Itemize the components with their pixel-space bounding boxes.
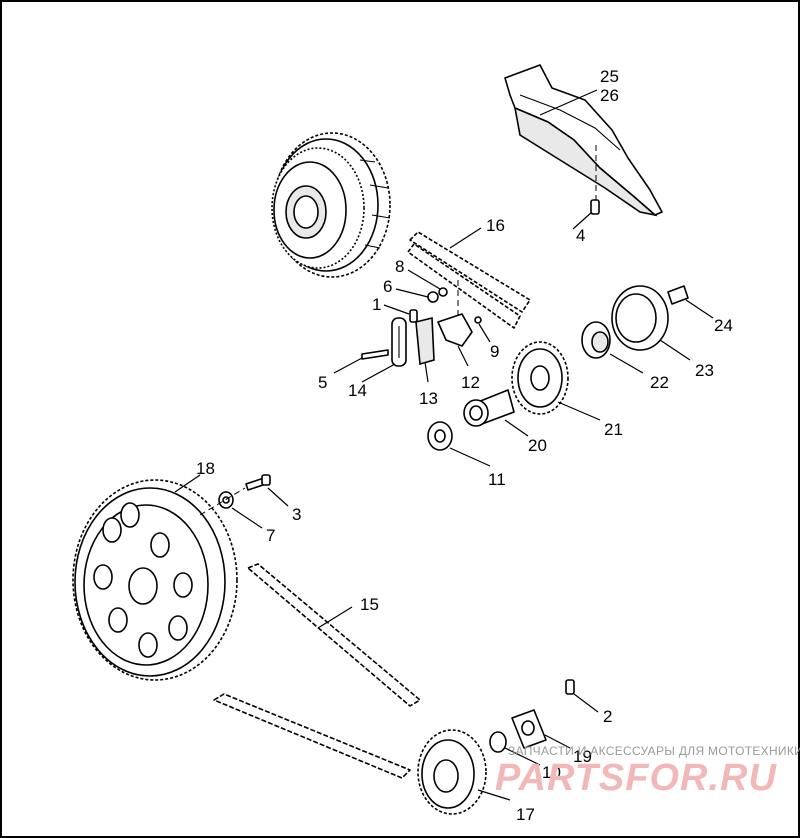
seal-plate-19	[511, 709, 547, 749]
bracket-13	[415, 316, 435, 366]
nut-8	[438, 287, 448, 297]
callout-10: 10	[542, 763, 561, 782]
lock-plate-10	[489, 731, 507, 753]
callout-1: 1	[372, 295, 381, 314]
shoe-12	[437, 313, 473, 347]
cover-23	[611, 285, 669, 351]
callout-18: 18	[196, 459, 215, 478]
callout-13: 13	[419, 389, 438, 408]
primary-chain	[407, 231, 531, 329]
washer-7	[218, 491, 234, 509]
callout-6: 6	[383, 277, 392, 296]
callout-21: 21	[604, 420, 623, 439]
callout-labels: 25 26 4 16 8 6 1 5 14 13 12 9 21 20 11 2…	[196, 67, 733, 824]
callout-24: 24	[714, 316, 733, 335]
callout-3: 3	[292, 505, 301, 524]
sprocket-shaft-extension	[463, 389, 515, 427]
tensioner-assembly	[361, 287, 482, 367]
watermark: ЗАПЧАСТИ И АКСЕССУАРЫ ДЛЯ МОТОТЕХНИКИ PA…	[495, 744, 800, 799]
spring-cup-22	[581, 321, 611, 359]
guard-screw	[590, 199, 600, 215]
callout-26: 26	[600, 86, 619, 105]
chain-guard	[504, 64, 663, 217]
drive-belt	[213, 563, 421, 779]
washer-6	[427, 291, 439, 303]
callout-7: 7	[266, 526, 275, 545]
callout-16: 16	[486, 216, 505, 235]
callout-4: 4	[576, 226, 585, 245]
nut-24	[667, 285, 689, 305]
callout-22: 22	[650, 373, 669, 392]
callout-8: 8	[395, 257, 404, 276]
callout-2: 2	[603, 707, 612, 726]
callout-15: 15	[360, 595, 379, 614]
callout-20: 20	[528, 436, 547, 455]
callout-12: 12	[461, 373, 480, 392]
callout-19: 19	[573, 747, 592, 766]
callout-9: 9	[490, 342, 499, 361]
rear-pulley	[72, 479, 238, 681]
watermark-caption: ЗАПЧАСТИ И АКСЕССУАРЫ ДЛЯ МОТОТЕХНИКИ	[508, 744, 800, 758]
transmission-sprocket	[417, 729, 487, 815]
screw-1	[409, 309, 418, 323]
callout-25: 25	[600, 67, 619, 86]
bolt-5	[361, 349, 389, 360]
callout-23: 23	[695, 361, 714, 380]
compensator-sprocket	[511, 341, 569, 415]
callout-14: 14	[348, 381, 367, 400]
leader-lines	[174, 89, 714, 801]
screw-2	[565, 679, 575, 695]
callout-5: 5	[318, 373, 327, 392]
pulley-bolt-3	[245, 474, 271, 491]
callout-17: 17	[516, 805, 535, 824]
watermark-logo: PARTSFOR.RU	[495, 757, 777, 799]
callout-11: 11	[488, 470, 506, 489]
pin-9	[474, 316, 482, 324]
washer-11	[427, 421, 453, 451]
clutch-shell	[271, 132, 391, 278]
